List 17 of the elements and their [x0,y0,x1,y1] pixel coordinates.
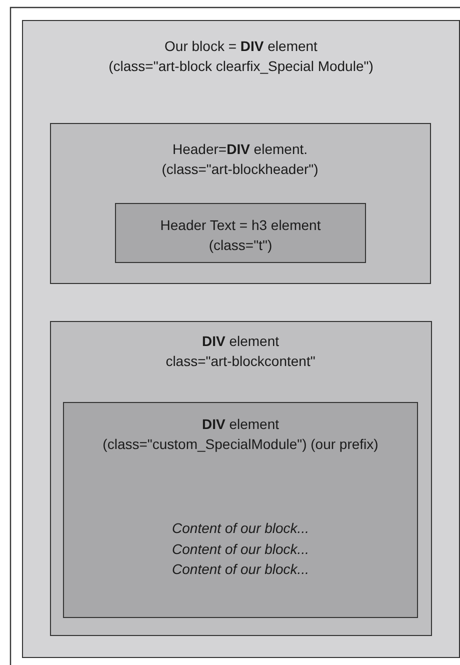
element-title: Header Text = h3 element [160,216,321,234]
content-text: Content of our block... [172,519,309,537]
class-attribute: (class="custom_SpecialModule") (our prefix) [102,435,378,453]
element-title: Header=DIV element. [172,140,308,158]
content-text: Content of our block... [172,560,309,578]
module-box [63,402,418,618]
content-box [50,320,432,636]
element-title: DIV element [202,332,280,350]
class-attribute: class="art-blockcontent" [166,352,316,370]
class-attribute: (class="art-block clearfix_Special Module") [108,57,374,75]
content-text: Content of our block... [172,540,309,558]
class-attribute: (class="t") [208,236,272,254]
header-text-box [115,203,366,263]
header-box [50,122,430,284]
class-attribute: (class="art-blockheader") [162,160,318,178]
element-title: Our block = DIV element [164,37,318,55]
element-title: DIV element [202,415,280,433]
